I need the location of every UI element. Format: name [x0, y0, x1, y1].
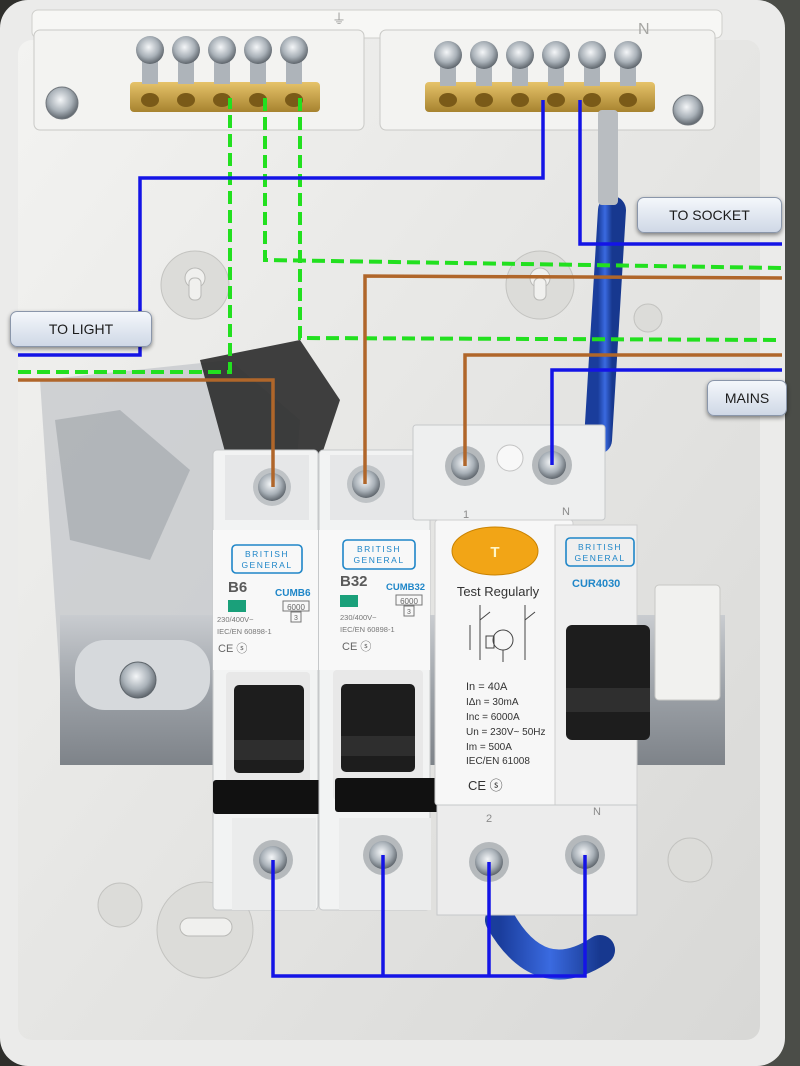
mcb-b6-voltage: 230/400V~ — [217, 615, 254, 624]
rcd-spec-inc: Inc = 6000A — [466, 712, 520, 723]
mcb-b32-model: CUMB32 — [386, 582, 425, 593]
rcd-brand-1: BRITISH — [578, 542, 622, 552]
mcb-b32-rating: B32 — [340, 573, 368, 590]
rcd-toggle[interactable] — [566, 625, 650, 740]
mcb-b6-model: CUMB6 — [275, 588, 311, 599]
din-rail-end-cap — [654, 584, 721, 701]
earth-busbar — [33, 29, 365, 131]
earth-wire-light — [18, 98, 232, 374]
earth-busbar-holes — [141, 93, 303, 107]
rcd-spec-idn: IΔn = 30mA — [466, 697, 519, 708]
rcd-terminal-top-left: 1 — [463, 509, 469, 521]
rcd-spec-im: Im = 500A — [466, 742, 512, 753]
rcd-circuit-symbol — [469, 605, 536, 662]
rcd-spec-standard: IEC/EN 61008 — [466, 756, 530, 767]
neutral-link-bottom — [271, 855, 587, 978]
mcb-b6-status-window — [228, 600, 246, 612]
live-wire-socket — [363, 274, 783, 484]
cable-ferrule — [598, 110, 618, 205]
to-light-label: TO LIGHT — [10, 311, 152, 347]
mains-neutral-cable — [584, 196, 626, 454]
neutral-wire-light — [18, 100, 545, 357]
rcd-test-text: Test Regularly — [457, 584, 540, 599]
rcd-spec-in: In = 40A — [466, 681, 508, 693]
rcd-40a: 1 N T Test Regularly In = 40A IΔn = 30mA… — [412, 424, 650, 916]
keyhole-slots — [179, 267, 551, 937]
mounting-screw-right — [672, 94, 704, 126]
mcb-b32: BRITISH GENERAL B32 CUMB32 6000 3 230/40… — [318, 449, 455, 911]
neutral-symbol: N — [638, 21, 650, 38]
neutral-wire-socket — [578, 100, 782, 246]
neutral-busbar-screws — [434, 41, 642, 86]
mcb-b32-toggle[interactable] — [341, 684, 415, 772]
earth-wire-socket — [263, 98, 783, 270]
mcb-b6-brand-2: GENERAL — [241, 560, 292, 570]
to-socket-label: TO SOCKET — [637, 197, 782, 233]
mcb-b32-capacity: 6000 — [400, 597, 418, 606]
mcb-b6-standard: IEC/EN 60898-1 — [217, 627, 272, 636]
rcd-terminal-top-right: N — [562, 506, 570, 518]
mcb-b32-standard: IEC/EN 60898-1 — [340, 625, 395, 634]
mcb-b6: BRITISH GENERAL B6 CUMB6 6000 3 230/400V… — [212, 449, 333, 911]
mcb-b6-brand-1: BRITISH — [245, 549, 289, 559]
mains-label: MAINS — [707, 380, 787, 416]
mcb-b32-brand-2: GENERAL — [353, 555, 404, 565]
mcb-b32-status-window — [340, 595, 358, 607]
mcb-b32-brand-1: BRITISH — [357, 544, 401, 554]
mcb-b6-rating: B6 — [228, 579, 247, 596]
mcb-b32-marks: CE ⓢ — [342, 640, 371, 653]
earth-symbol: ⏚ — [332, 12, 346, 28]
mcb-b32-class: 3 — [407, 609, 411, 616]
earth-busbar-screws — [136, 36, 308, 84]
live-wire-light — [18, 378, 275, 487]
rcd-brand-2: GENERAL — [574, 553, 625, 563]
mcb-b6-marks: CE ⓢ — [218, 642, 247, 655]
rcd-model: CUR4030 — [572, 578, 620, 590]
rcd-test-button-label: T — [490, 544, 499, 561]
rcd-spec-un: Un = 230V~ 50Hz — [466, 727, 546, 738]
rcd-test-button[interactable] — [451, 526, 539, 576]
rcd-marks: CE ⓢ — [468, 778, 503, 793]
mcb-b6-class: 3 — [294, 615, 298, 622]
neutral-busbar-holes — [439, 93, 637, 107]
rcd-terminal-bottom-left: 2 — [486, 813, 492, 825]
blue-cable-bottom — [485, 905, 615, 980]
mcb-b6-capacity: 6000 — [287, 603, 305, 612]
mounting-screw-left — [45, 86, 79, 120]
rcd-terminal-bottom-right: N — [593, 806, 601, 818]
neutral-busbar — [379, 29, 716, 131]
neutral-wires — [18, 100, 782, 978]
neutral-wire-mains — [550, 368, 782, 465]
mcb-b32-voltage: 230/400V~ — [340, 613, 377, 622]
live-wire-mains — [463, 353, 782, 466]
din-rail-screw — [119, 661, 157, 699]
live-wires — [18, 274, 783, 487]
